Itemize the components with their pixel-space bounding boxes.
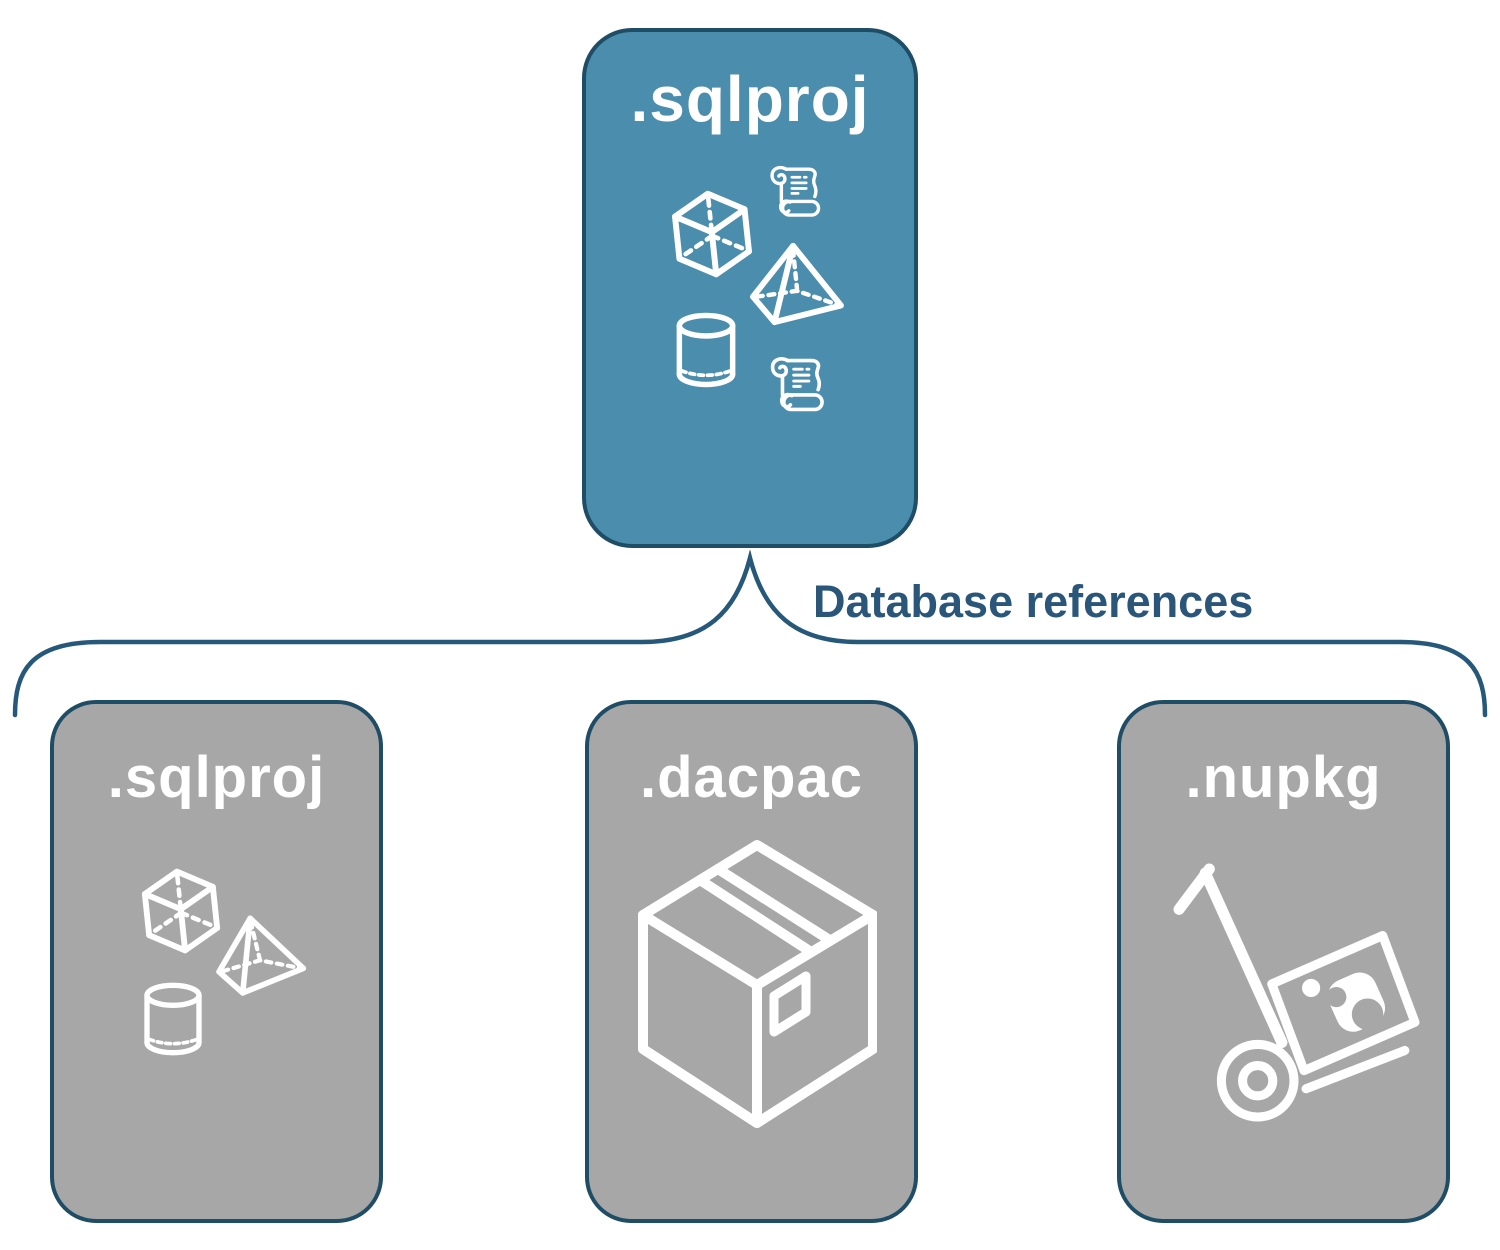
node-dacpac-reference: .dacpac [585, 700, 918, 1223]
brace-connector [12, 550, 1488, 718]
connector-label: Database references [813, 576, 1254, 627]
cylinder-icon [670, 310, 742, 392]
pyramid-icon [742, 240, 850, 328]
cube-icon [132, 862, 231, 961]
node-title: .dacpac [640, 745, 863, 810]
node-title: .sqlproj [107, 745, 326, 810]
node-title: .sqlproj [630, 63, 870, 135]
cube-icon [661, 183, 762, 284]
node-sqlproj-root: .sqlproj [582, 28, 918, 548]
scroll-icon [764, 354, 830, 420]
node-nupkg-reference: .nupkg [1117, 700, 1450, 1223]
node-title: .nupkg [1185, 745, 1382, 810]
hand-truck-package-icon [1171, 854, 1423, 1128]
package-box-icon [637, 838, 877, 1130]
node-sqlproj-reference: .sqlproj [50, 700, 383, 1223]
cylinder-icon [139, 980, 207, 1060]
pyramid-icon [202, 905, 315, 1002]
scroll-icon [764, 162, 826, 226]
